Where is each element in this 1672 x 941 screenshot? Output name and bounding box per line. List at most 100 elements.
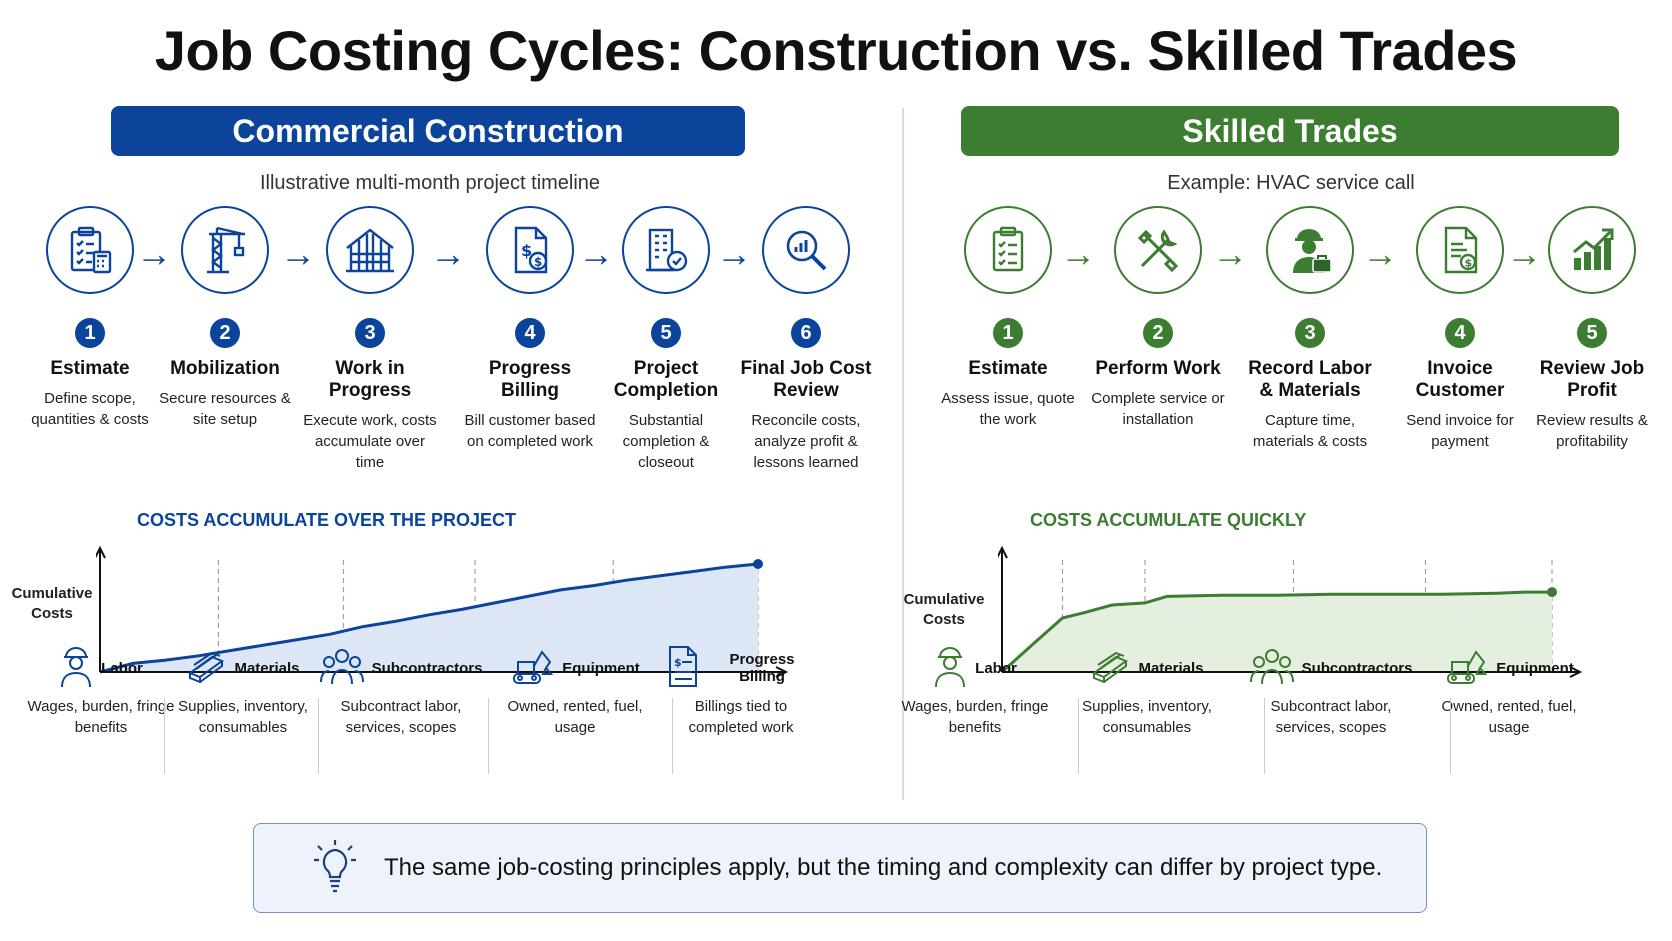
cost-category-desc: Billings tied to completed work bbox=[688, 698, 794, 736]
step-number: 2 bbox=[1143, 318, 1173, 348]
cost-category-name: Subcontractors bbox=[1301, 659, 1413, 677]
cost-category-header: $ Progress Billing bbox=[666, 644, 816, 692]
arrow-right-icon: → bbox=[430, 233, 466, 274]
commercial-construction-banner: Commercial Construction bbox=[111, 106, 745, 156]
cost-category-name: Progress Billing bbox=[729, 651, 795, 685]
cost-category-separator bbox=[672, 698, 673, 774]
growth-chart-icon bbox=[1548, 206, 1636, 294]
svg-text:$: $ bbox=[534, 255, 542, 269]
cost-category-desc: Supplies, inventory, consumables bbox=[1082, 698, 1212, 736]
svg-text:$: $ bbox=[1465, 257, 1473, 270]
step-number: 5 bbox=[1577, 318, 1607, 348]
y-axis-arrow bbox=[998, 546, 1008, 559]
commercial-construction-subtitle: Illustrative multi-month project timelin… bbox=[259, 172, 601, 194]
cost-category-separator bbox=[1450, 698, 1451, 774]
panel-divider bbox=[902, 108, 904, 800]
people-group-icon bbox=[319, 646, 364, 691]
building-check-icon bbox=[622, 206, 710, 294]
cost-category-header: Labor bbox=[900, 644, 1050, 692]
cost-end-point bbox=[753, 559, 763, 569]
arrow-right-icon: → bbox=[1362, 233, 1398, 274]
step-desc: Review results & profitability bbox=[1536, 412, 1648, 450]
cost-category-header: Equipment bbox=[500, 644, 650, 692]
excavator-icon bbox=[1444, 646, 1488, 691]
cost-category-header: Labor bbox=[26, 644, 176, 692]
step-number: 1 bbox=[75, 318, 105, 348]
lumber-icon bbox=[186, 649, 226, 688]
trades-step-5: 5 Review Job Profit Review results & pro… bbox=[1522, 206, 1662, 452]
cost-category-name: Labor bbox=[101, 659, 143, 677]
arrow-right-icon: → bbox=[136, 233, 172, 274]
cost-category-name: Equipment bbox=[1496, 659, 1574, 677]
step-number: 3 bbox=[355, 318, 385, 348]
step-title: Work in Progress bbox=[328, 358, 412, 401]
cost-category-desc: Supplies, inventory, consumables bbox=[178, 698, 308, 736]
x-axis-arrow bbox=[1569, 666, 1583, 678]
skilled-trades-banner: Skilled Trades bbox=[961, 106, 1619, 156]
cost-category-header: Materials bbox=[168, 644, 318, 692]
cost-area-fill bbox=[1002, 592, 1552, 672]
cost-end-point bbox=[1547, 587, 1557, 598]
cost-line bbox=[1000, 590, 1552, 674]
construction-step-4: $ $ 4 Progress Billing Bill customer bas… bbox=[460, 206, 600, 452]
step-title: Project Completion bbox=[613, 358, 719, 401]
step-desc: Bill customer based on completed work bbox=[464, 412, 596, 450]
cost-category-desc: Owned, rented, fuel, usage bbox=[1441, 698, 1577, 736]
step-desc: Complete service or installation bbox=[1091, 390, 1225, 428]
construction-y-axis-label: Cumulative Costs bbox=[11, 585, 93, 622]
step-number: 6 bbox=[791, 318, 821, 348]
cost-category-name: Materials bbox=[234, 659, 300, 677]
clipboard-icon bbox=[964, 206, 1052, 294]
cost-category-desc: Owned, rented, fuel, usage bbox=[507, 698, 643, 736]
cost-category-desc: Wages, burden, fringe benefits bbox=[27, 698, 175, 736]
cost-category-header: Equipment bbox=[1434, 644, 1584, 692]
step-desc: Define scope, quantities & costs bbox=[31, 390, 149, 428]
trades-y-axis-label: Cumulative Costs bbox=[903, 591, 985, 628]
step-desc: Reconcile costs, analyze profit & lesson… bbox=[751, 412, 861, 471]
magnifier-chart-icon bbox=[762, 206, 850, 294]
step-title: Progress Billing bbox=[488, 358, 572, 401]
y-axis-arrow bbox=[96, 546, 106, 559]
trades-step-2: 2 Perform Work Complete service or insta… bbox=[1088, 206, 1228, 430]
trades-step-3: 3 Record Labor & Materials Capture time,… bbox=[1240, 206, 1380, 452]
step-title: Invoice Customer bbox=[1415, 358, 1505, 401]
tools-icon bbox=[1114, 206, 1202, 294]
cost-category-header: Materials bbox=[1072, 644, 1222, 692]
construction-step-2: 2 Mobilization Secure resources & site s… bbox=[155, 206, 295, 430]
step-title: Estimate bbox=[968, 358, 1048, 379]
crane-icon bbox=[181, 206, 269, 294]
step-number: 4 bbox=[1445, 318, 1475, 348]
step-desc: Send invoice for payment bbox=[1406, 412, 1514, 450]
trades-cost-chart bbox=[998, 546, 1583, 678]
step-number: 3 bbox=[1295, 318, 1325, 348]
step-number: 1 bbox=[993, 318, 1023, 348]
step-desc: Capture time, materials & costs bbox=[1252, 412, 1368, 450]
arrow-right-icon: → bbox=[1506, 233, 1542, 274]
step-title: Review Job Profit bbox=[1539, 358, 1645, 401]
x-axis-arrow bbox=[775, 666, 789, 678]
construction-step-5: 5 Project Completion Substantial complet… bbox=[596, 206, 736, 473]
cost-category-desc: Subcontract labor, services, scopes bbox=[340, 698, 462, 736]
arrow-right-icon: → bbox=[280, 233, 316, 274]
technician-icon bbox=[1266, 206, 1354, 294]
invoice-dollar-icon: $ $ bbox=[486, 206, 574, 294]
arrow-right-icon: → bbox=[1212, 233, 1248, 274]
step-title: Perform Work bbox=[1095, 358, 1221, 379]
billing-document-icon: $ bbox=[666, 644, 700, 693]
cost-category-desc: Subcontract labor, services, scopes bbox=[1270, 698, 1392, 736]
cost-category-desc: Wages, burden, fringe benefits bbox=[901, 698, 1049, 736]
cost-category-name: Labor bbox=[975, 659, 1017, 677]
worker-icon bbox=[59, 644, 93, 693]
arrow-right-icon: → bbox=[716, 233, 752, 274]
step-title: Mobilization bbox=[170, 358, 280, 379]
lightbulb-icon bbox=[312, 838, 358, 899]
arrow-right-icon: → bbox=[578, 233, 614, 274]
cost-category-separator bbox=[488, 698, 489, 774]
svg-text:$: $ bbox=[521, 241, 532, 260]
step-number: 4 bbox=[515, 318, 545, 348]
